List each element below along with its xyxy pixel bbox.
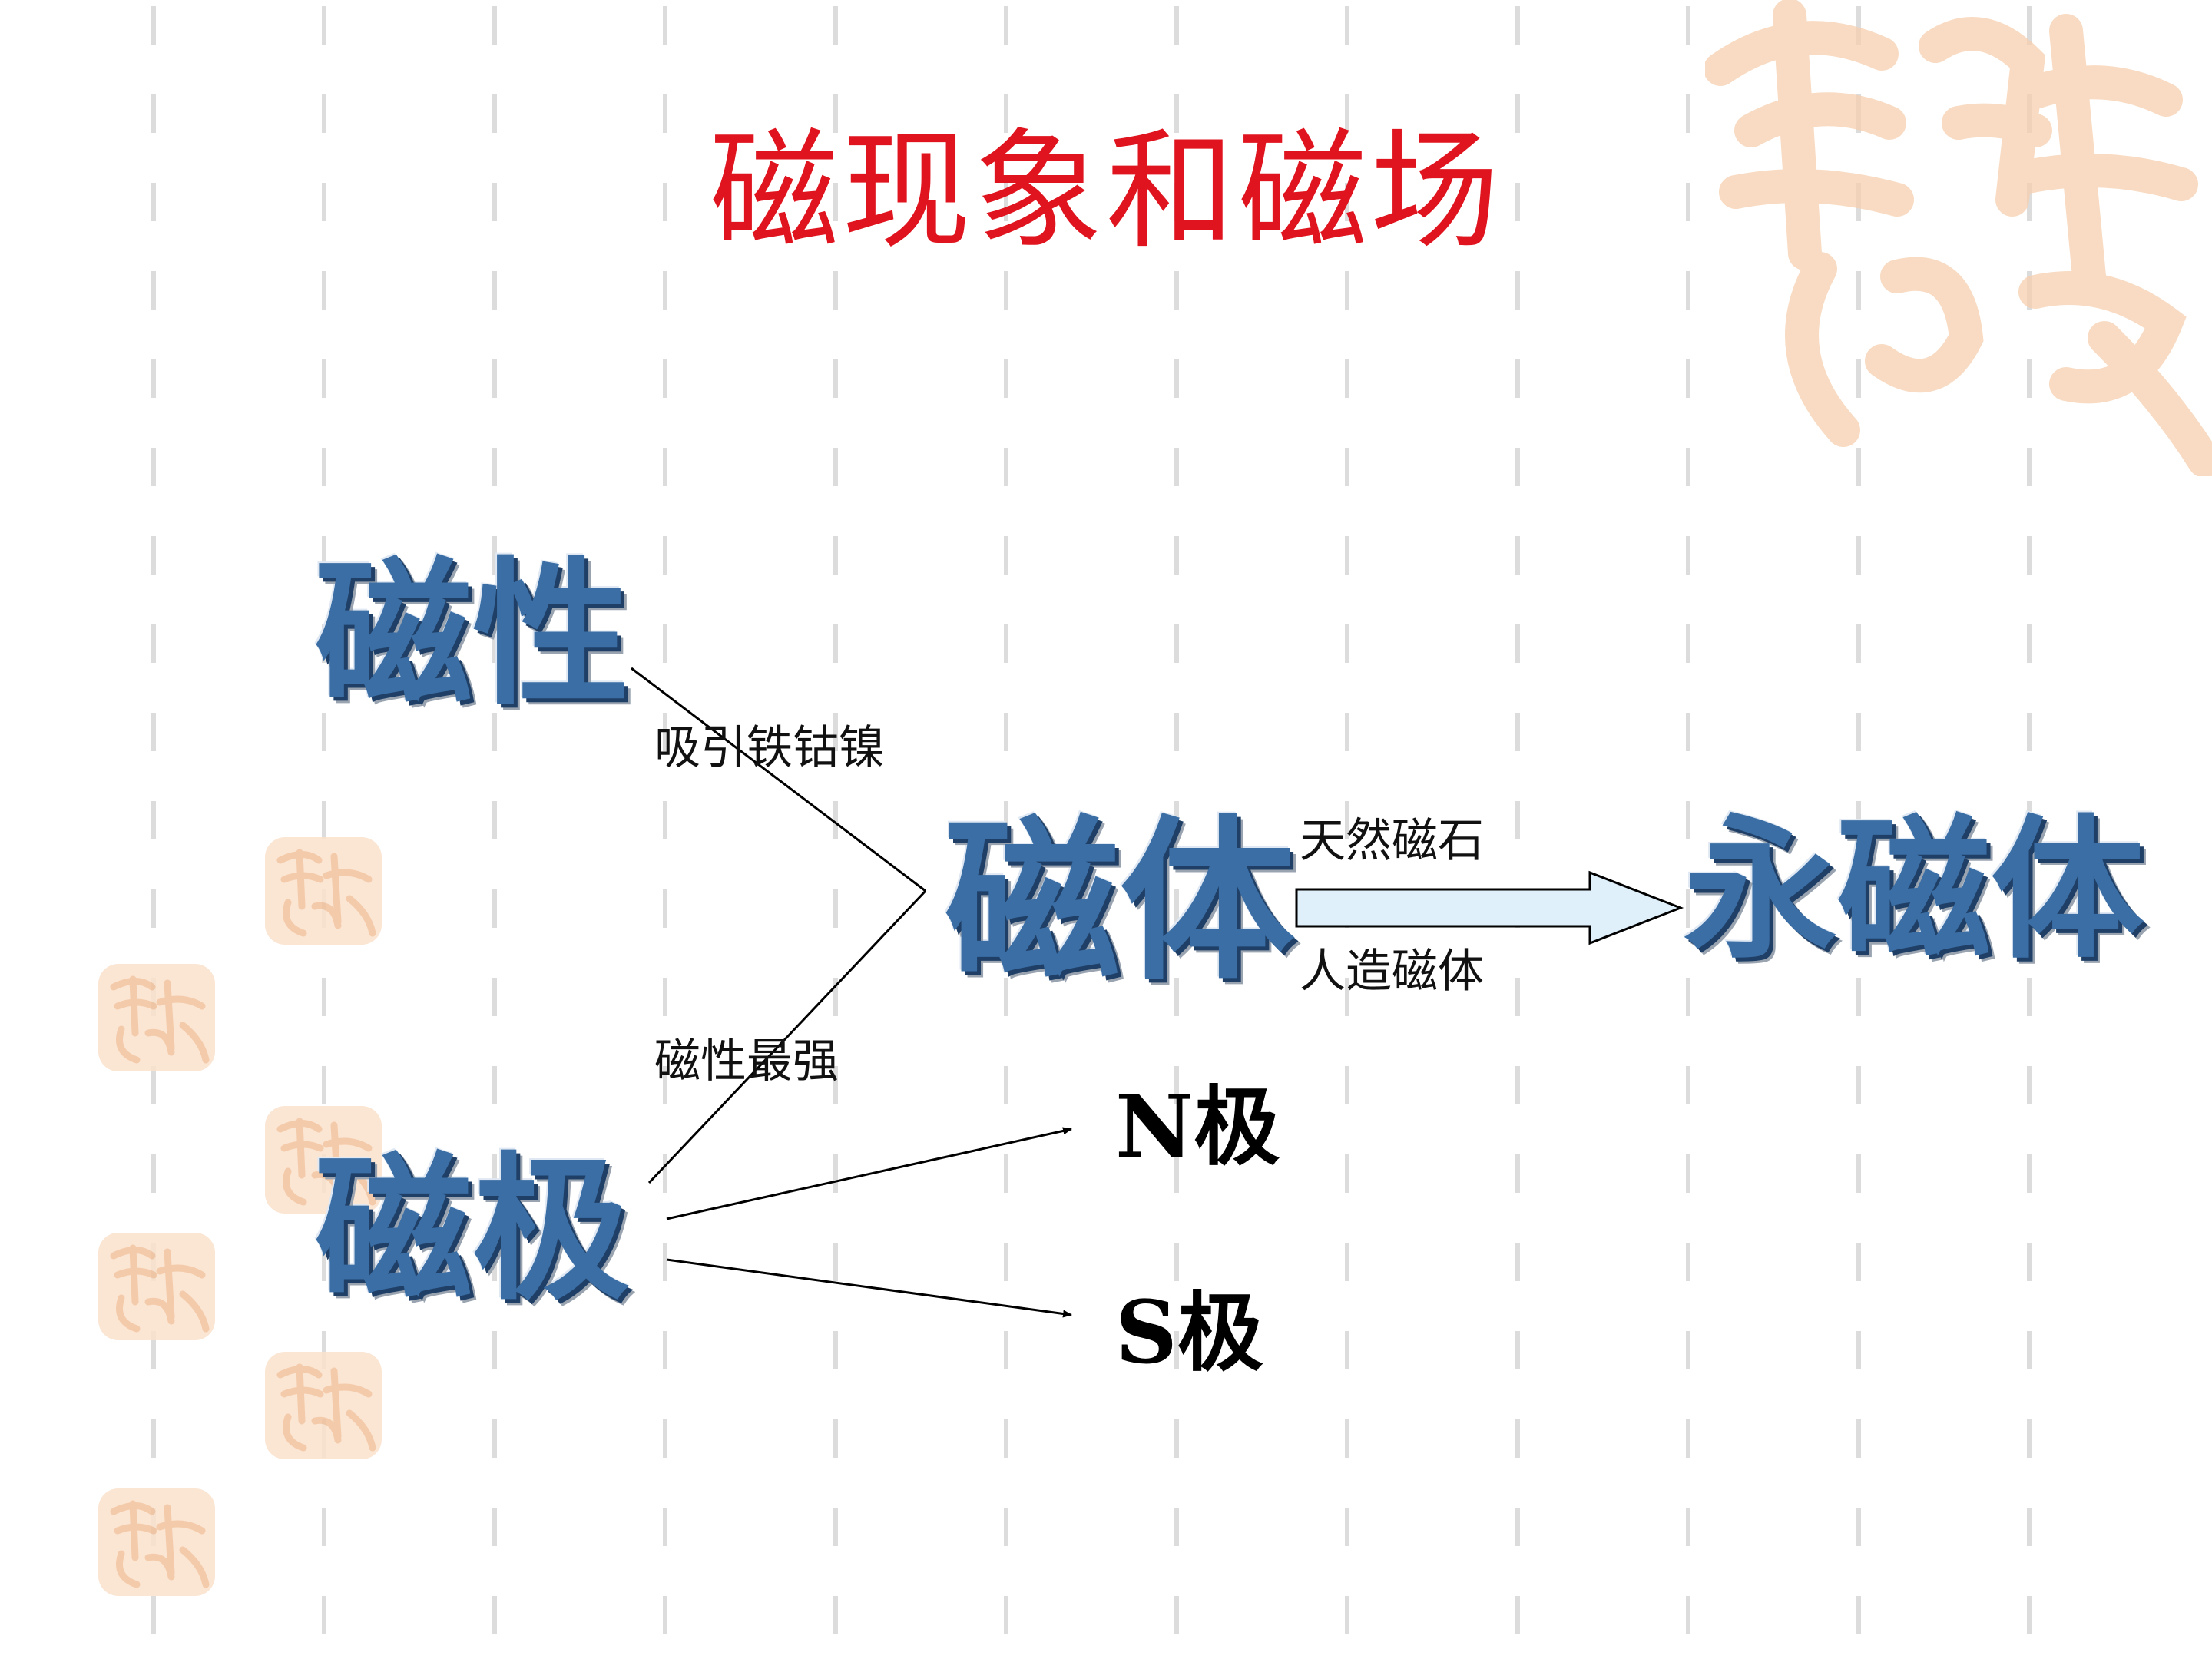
connector-ciji-to-citi [647, 889, 927, 1184]
seal-stamp [265, 1106, 382, 1214]
arrow-ciji-to-s [666, 1258, 1072, 1318]
arrow-ciji-to-n [666, 1127, 1072, 1220]
node-ciji: 磁极 [315, 1139, 630, 1322]
node-cixing: 磁性 [315, 544, 630, 727]
seal-stamp [98, 1233, 215, 1340]
label-attract: 吸引铁钴镍 [654, 721, 885, 775]
pole-s: S极 [1115, 1283, 1263, 1383]
node-citi: 磁体 [945, 800, 1295, 1004]
seal-stamp [98, 1488, 215, 1596]
slide-title: 磁现象和磁场 [710, 116, 1502, 267]
seal-stamp [98, 964, 215, 1071]
label-strongest: 磁性最强 [654, 1035, 839, 1088]
label-artificial: 人造磁体 [1300, 945, 1484, 998]
pole-n: N极 [1115, 1077, 1280, 1177]
label-natural: 天然磁石 [1300, 814, 1484, 868]
auspicious-watermark [1704, 0, 2212, 478]
connector-cixing-to-citi [631, 667, 926, 892]
node-yongciti: 永磁体 [1684, 801, 2145, 980]
block-arrow-citi-to-yongciti [1295, 870, 1684, 945]
seal-stamp [265, 837, 382, 945]
seal-stamp [265, 1352, 382, 1459]
